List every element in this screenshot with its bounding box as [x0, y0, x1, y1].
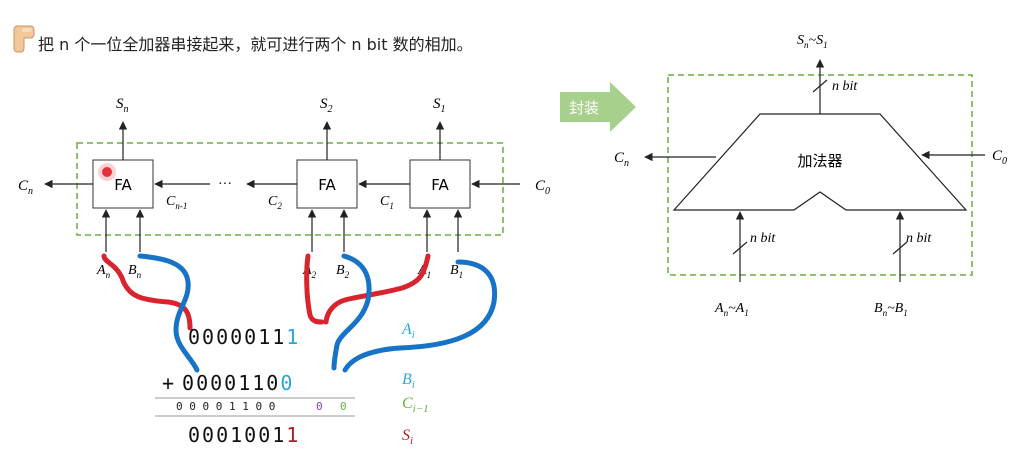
cursor-halo-icon [98, 163, 116, 181]
s2-label: S2 [320, 96, 333, 115]
c0-label: C0 [535, 178, 550, 197]
c1-label: C1 [380, 194, 394, 211]
cn1-label: Cn-1 [166, 194, 187, 211]
a-bus-name: An~A1 [714, 301, 749, 318]
ellipsis: ··· [218, 177, 232, 192]
an-label: An [96, 263, 111, 280]
carry-row-digits: 0 0 0 0 1 1 0 0 [176, 400, 275, 413]
pointing-hand-icon [13, 25, 35, 53]
fa-chain-border [76, 142, 504, 236]
b1-label: B1 [450, 263, 463, 280]
bn-label: Bn [128, 263, 142, 280]
wire-b1-blue [342, 259, 498, 373]
row-s-digits: 00010011 [188, 423, 300, 447]
fa-label-2: FA [318, 176, 336, 194]
row-b-digits: +00001100 [162, 371, 294, 395]
fa-box-1 [409, 159, 471, 209]
b-bus-label: n bit [906, 231, 932, 246]
sum-bus-slash [812, 79, 828, 93]
fa-label-n: FA [114, 176, 132, 194]
right-cn-label: Cn [614, 150, 629, 169]
sn-label: Sn [116, 96, 129, 115]
c2-label: C2 [268, 194, 282, 211]
a-bus-slash [732, 241, 748, 255]
a-bus-label: n bit [750, 231, 776, 246]
b2-label: B2 [336, 263, 350, 280]
fa-label-1: FA [431, 176, 449, 194]
sum-out-label: Sn~S1 [797, 33, 828, 50]
adder-shape [672, 113, 968, 211]
label-bi: Bi [402, 371, 415, 391]
wire-bn-blue [137, 253, 200, 373]
s1-label: S1 [433, 96, 446, 115]
encapsulate-label: 封装 [569, 99, 599, 117]
wire-b2-blue [331, 253, 372, 371]
row-a-digits: 00000111 [188, 325, 300, 349]
wire-a2-red [304, 253, 325, 325]
label-ai: Ai [401, 321, 415, 341]
adder-label: 加法器 [797, 152, 842, 170]
encapsulate-arrow [560, 82, 636, 132]
sum-bus-label: n bit [832, 79, 858, 94]
label-si: Si [402, 427, 413, 447]
cursor-dot-icon [102, 167, 112, 177]
wire-an-red [101, 253, 193, 331]
carry-digit-green: 0 [340, 400, 347, 413]
cn-label: Cn [18, 178, 33, 197]
label-ci-1: Ci−1 [402, 395, 429, 415]
b-bus-slash [892, 241, 908, 255]
caption-text: 把 n 个一位全加器串接起来，就可进行两个 n bit 数的相加。 [38, 35, 473, 54]
b-bus-name: Bn~B1 [874, 301, 908, 318]
right-c0-label: C0 [992, 148, 1007, 167]
carry-digit-purple: 0 [316, 400, 323, 413]
